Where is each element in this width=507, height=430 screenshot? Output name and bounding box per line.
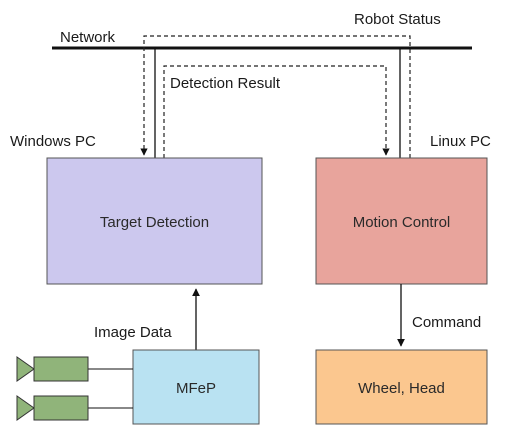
motion-control-label: Motion Control (353, 214, 451, 231)
detection-result-dashed-path (163, 65, 390, 158)
linux-pc-label: Linux PC (430, 133, 491, 150)
detection-result-label: Detection Result (170, 75, 281, 92)
network-label: Network (60, 29, 116, 46)
image-data-label: Image Data (94, 324, 172, 341)
mfep-label: MFeP (176, 380, 216, 397)
camera-2-icon (16, 395, 89, 421)
wheel-head-label: Wheel, Head (358, 380, 445, 397)
command-label: Command (412, 314, 481, 331)
target-detection-box (46, 157, 263, 285)
camera-1-icon (16, 356, 89, 382)
robot-status-dashed-path (140, 35, 411, 158)
robot-status-label: Robot Status (354, 11, 441, 28)
windows-pc-label: Windows PC (10, 133, 96, 150)
wheel-head-box (315, 349, 488, 425)
mfep-box (132, 349, 260, 425)
target-detection-label: Target Detection (100, 214, 209, 231)
